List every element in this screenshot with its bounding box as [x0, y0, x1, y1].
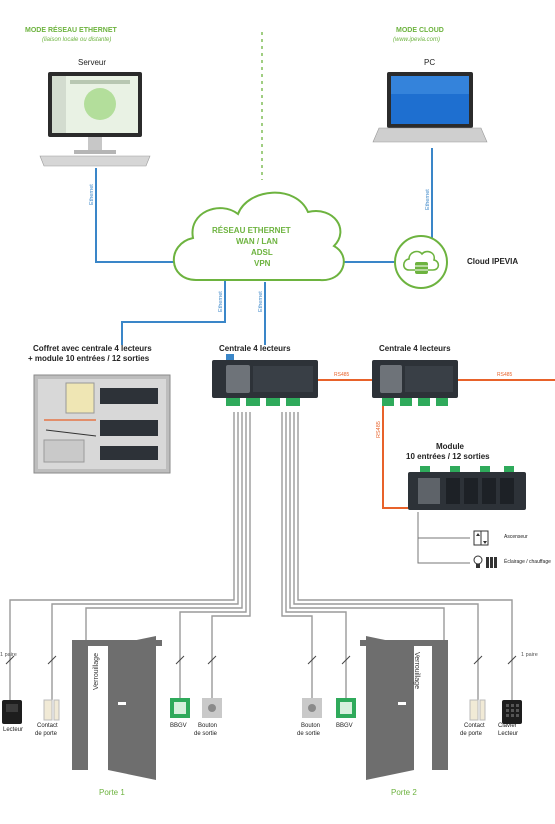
door1-bouton-label-2: de sortie — [194, 731, 218, 737]
centrale1-label: Centrale 4 lecteurs — [219, 344, 291, 353]
door1-bouton-label-1: Bouton — [198, 723, 218, 729]
bbgv-device-1 — [170, 698, 190, 718]
door2-name: Porte 2 — [391, 788, 417, 797]
radiator-icon — [486, 557, 497, 568]
lightbulb-icon — [473, 555, 483, 568]
pc-ethernet-label: Ethernet — [425, 189, 431, 210]
door2 — [360, 636, 448, 780]
cloud-line-2: WAN / LAN — [236, 237, 278, 246]
door1-contact-label-2: de porte — [35, 731, 58, 737]
rs485-label-b: RS485 — [497, 372, 513, 378]
module-label-line2: 10 entrées / 12 sorties — [406, 452, 490, 461]
cabinet-ethernet-label: Ethernet — [218, 291, 224, 312]
server-label: Serveur — [78, 58, 107, 67]
clavier-lecteur-device — [502, 700, 522, 724]
right-mode-title: MODE CLOUD — [396, 27, 444, 34]
cabinet-label-line1: Coffret avec centrale 4 lecteurs — [33, 344, 152, 353]
door1-contact-label-1: Contact — [37, 723, 58, 729]
contact-porte-device-2 — [469, 699, 486, 721]
door-cables — [9, 412, 513, 700]
door1-pair-label: 1 paire — [0, 652, 17, 658]
door2-bouton-label-2: de sortie — [297, 731, 321, 737]
rs485-label-v: RS485 — [376, 421, 382, 438]
door2-bouton-label-1: Bouton — [301, 723, 321, 729]
rs485-bus — [318, 379, 555, 509]
eclairage-label: Éclairage / chauffage — [504, 559, 551, 565]
centrale2-label: Centrale 4 lecteurs — [379, 344, 451, 353]
bouton-sortie-device-1 — [202, 698, 222, 718]
ethernet-links — [95, 148, 433, 345]
door2-bbgv-label: BBGV — [336, 723, 353, 729]
pc-label: PC — [424, 58, 436, 67]
contact-porte-device-1 — [43, 699, 60, 721]
cloud-ipevia-label: Cloud IPEVIA — [467, 257, 519, 266]
cloud-line-4: VPN — [254, 259, 271, 268]
cabinet-label-line2: + module 10 entrées / 12 sorties — [28, 354, 150, 363]
door1-bbgv-label: BBGV — [170, 723, 187, 729]
rs485-label-a: RS485 — [334, 372, 350, 378]
lecteur-device — [2, 700, 22, 724]
door2-verrouillage-label: Verrouillage — [413, 652, 420, 689]
server-ethernet-link — [95, 168, 185, 263]
server-computer — [39, 72, 151, 167]
ascenseur-icon — [473, 530, 489, 546]
ascenseur-label: Ascenseur — [504, 534, 528, 540]
coffret-cabinet — [33, 374, 171, 474]
right-mode-subtitle: (www.ipevia.com) — [393, 37, 441, 43]
cloud-ipevia-icon — [394, 235, 448, 289]
module-label-line1: Module — [436, 442, 464, 451]
left-mode-subtitle: (liaison locale ou distante) — [42, 37, 112, 43]
cloud-line-3: ADSL — [251, 248, 273, 257]
rs485-link-module — [382, 405, 408, 509]
pc-laptop — [372, 72, 488, 143]
server-ethernet-label: Ethernet — [89, 184, 95, 205]
door2-contact-label-2: de porte — [460, 731, 483, 737]
door2-clavier-label-1: Clavier — [498, 723, 517, 729]
centrale1-device — [212, 354, 318, 406]
door2-clavier-label-2: Lecteur — [498, 731, 519, 737]
door2-pair-label: 1 paire — [521, 652, 538, 658]
centrale-ethernet-label: Ethernet — [258, 291, 264, 312]
module-output-wires — [417, 512, 470, 564]
door1-verrouillage-label: Verrouillage — [93, 653, 100, 690]
bouton-sortie-device-2 — [302, 698, 322, 718]
cable-tick-marks — [5, 655, 517, 665]
module-device — [408, 466, 526, 510]
centrale2-device — [372, 360, 458, 406]
door2-contact-label-1: Contact — [464, 723, 485, 729]
bbgv-device-2 — [336, 698, 356, 718]
left-mode-title: MODE RÉSEAU ETHERNET — [25, 27, 117, 34]
cloud-line-1: RÉSEAU ETHERNET — [212, 226, 291, 235]
door1 — [72, 636, 162, 780]
ethernet-cloud — [172, 191, 345, 282]
lecteur-label: Lecteur — [3, 727, 24, 733]
door1-name: Porte 1 — [99, 788, 125, 797]
cabinet-ethernet-link — [121, 280, 226, 345]
